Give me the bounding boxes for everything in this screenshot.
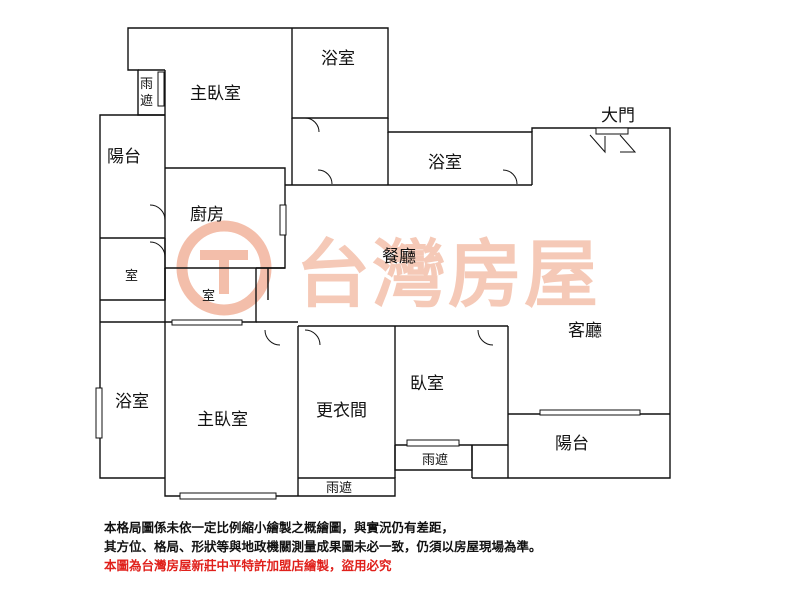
label-balcony-right: 陽台 xyxy=(555,434,589,454)
label-balcony-left: 陽台 xyxy=(107,147,141,167)
label-rain-shelter-bottom: 雨遮 xyxy=(326,480,352,496)
label-main-door: 大門 xyxy=(601,106,635,126)
label-bath-left: 浴室 xyxy=(115,392,149,412)
disclaimer-line-2: 其方位、格局、形狀等與地政機關測量成果圖未必一致，仍須以房屋現場為準。 xyxy=(104,539,542,554)
label-bedroom: 臥室 xyxy=(410,374,444,394)
disclaimer-notes: 本格局圖係未依一定比例縮小繪製之概繪圖，與實況仍有差距， 其方位、格局、形狀等與… xyxy=(104,518,794,575)
floor-plan: 台灣房屋 xyxy=(95,27,671,500)
label-master-bedroom-top: 主臥室 xyxy=(190,84,241,104)
label-room-small-1: 室 xyxy=(125,268,138,284)
label-master-bedroom-bottom: 主臥室 xyxy=(197,410,248,430)
label-walk-in-closet: 更衣間 xyxy=(316,401,367,421)
label-kitchen: 廚房 xyxy=(190,204,224,225)
label-dining: 餐廳 xyxy=(382,247,416,267)
doors xyxy=(149,117,637,346)
copyright-notice: 本圖為台灣房屋新莊中平特許加盟店繪製，盜用必究 xyxy=(104,558,392,573)
disclaimer-line-1: 本格局圖係未依一定比例縮小繪製之概繪圖，與實況仍有差距， xyxy=(104,520,455,535)
label-bath-mid: 浴室 xyxy=(428,153,462,173)
label-rain-shelter-top-2: 遮 xyxy=(140,93,153,109)
label-rain-shelter-top-1: 雨 xyxy=(140,77,153,92)
label-rain-shelter-mid: 雨遮 xyxy=(422,452,448,468)
label-room-small-2: 室 xyxy=(202,288,215,304)
label-living: 客廳 xyxy=(568,321,602,341)
windows xyxy=(95,71,641,500)
watermark-text: 台灣房屋 xyxy=(296,232,600,318)
label-bath-top: 浴室 xyxy=(321,49,355,69)
